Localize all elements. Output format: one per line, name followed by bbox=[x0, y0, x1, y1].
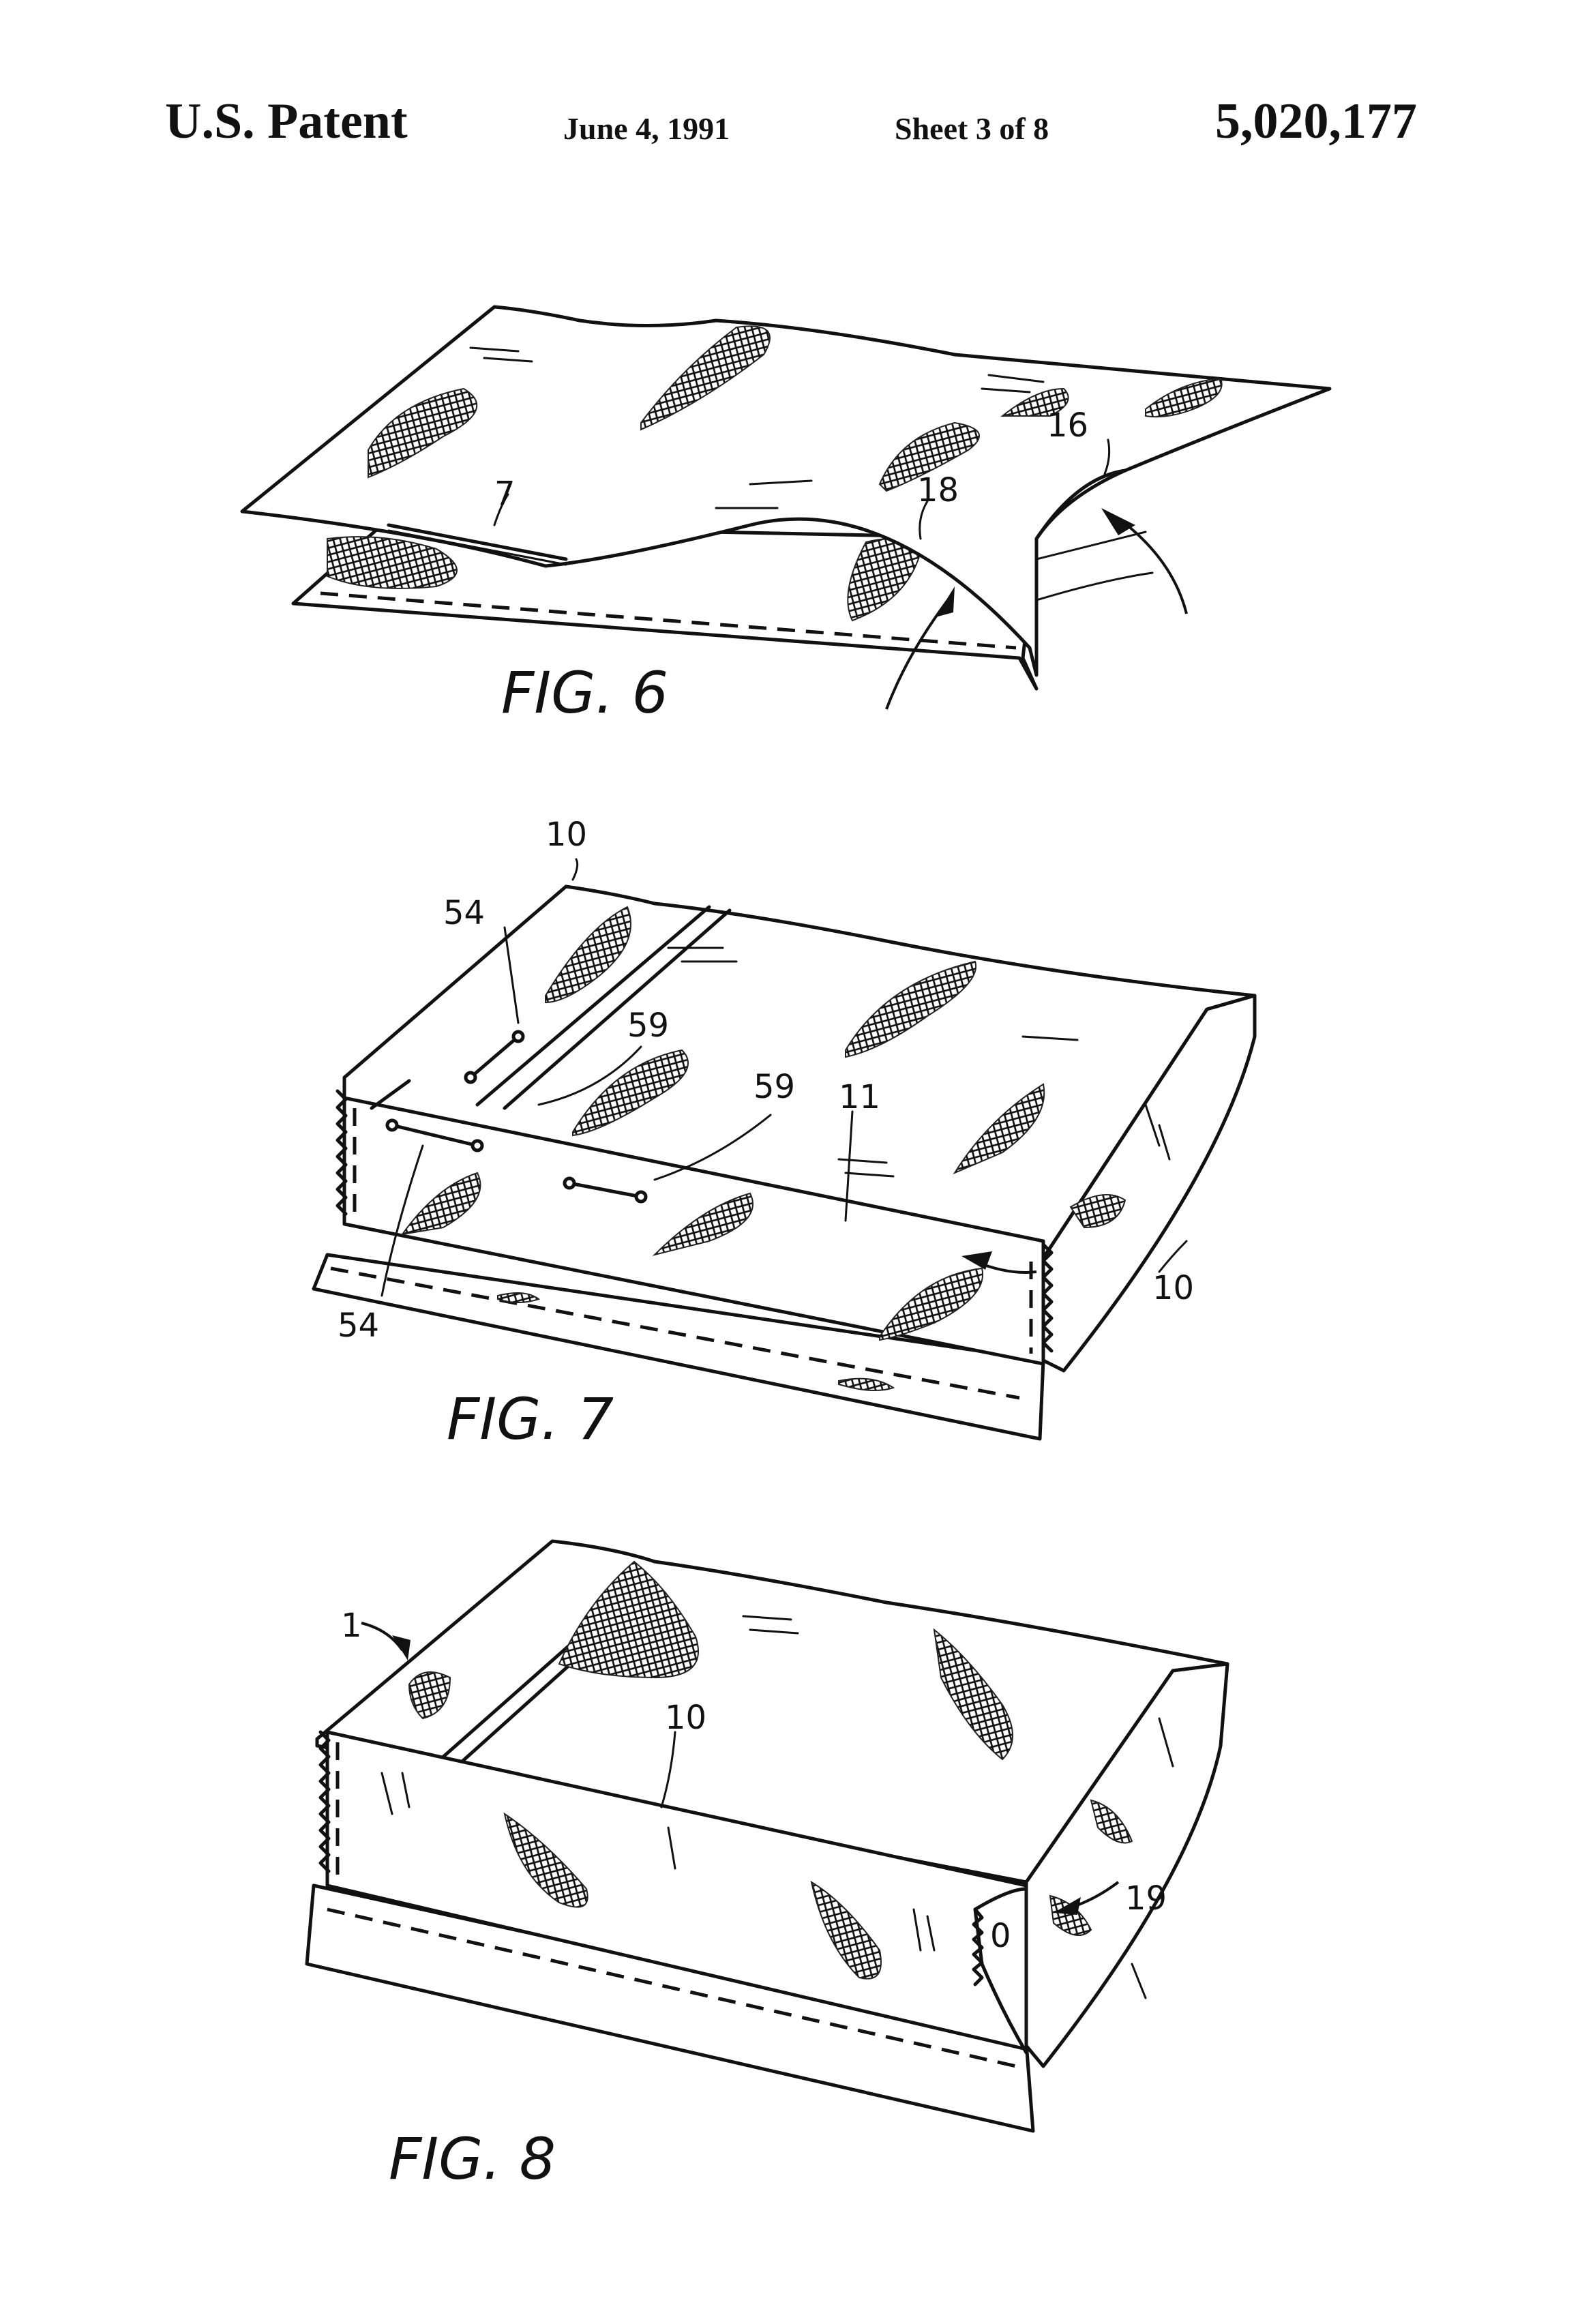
fig6-ref-label-18: 18 bbox=[917, 471, 959, 509]
fig7-ref-label-54-top: 54 bbox=[443, 894, 485, 932]
fig6-ref-label-7: 7 bbox=[494, 475, 516, 513]
fig8-caption: FIG. 8 bbox=[389, 2126, 556, 2192]
fig7-ref-label-59-right: 59 bbox=[753, 1068, 795, 1106]
fig8-ref-label-1: 1 bbox=[341, 1607, 362, 1645]
fig7-caption: FIG. 7 bbox=[447, 1386, 614, 1452]
fig6-arrow-right bbox=[1118, 518, 1186, 614]
fig7-ref-label-10-top: 10 bbox=[546, 816, 587, 854]
fig7-ref-label-10-right: 10 bbox=[1152, 1269, 1194, 1307]
fig6-caption: FIG. 6 bbox=[501, 659, 668, 726]
fig6-drawing: 7 18 16 FIG. 6 bbox=[242, 307, 1330, 726]
fig7-ref-label-54-bottom: 54 bbox=[338, 1307, 379, 1345]
fig7-drawing: 10 54 59 59 11 10 54 FIG. 7 bbox=[314, 816, 1255, 1452]
fig7-ref-label-11: 11 bbox=[839, 1078, 880, 1116]
fig6-ref-label-16: 16 bbox=[1047, 406, 1088, 445]
fig7-ref-label-59-left: 59 bbox=[627, 1007, 669, 1045]
fig8-ref-label-10: 10 bbox=[665, 1699, 706, 1737]
fig8-ref-label-19: 19 bbox=[1125, 1879, 1167, 1918]
fig8-drawing: 1 10 19 0 FIG. 8 bbox=[307, 1541, 1227, 2192]
fig8-ref-label-0: 0 bbox=[990, 1917, 1011, 1955]
